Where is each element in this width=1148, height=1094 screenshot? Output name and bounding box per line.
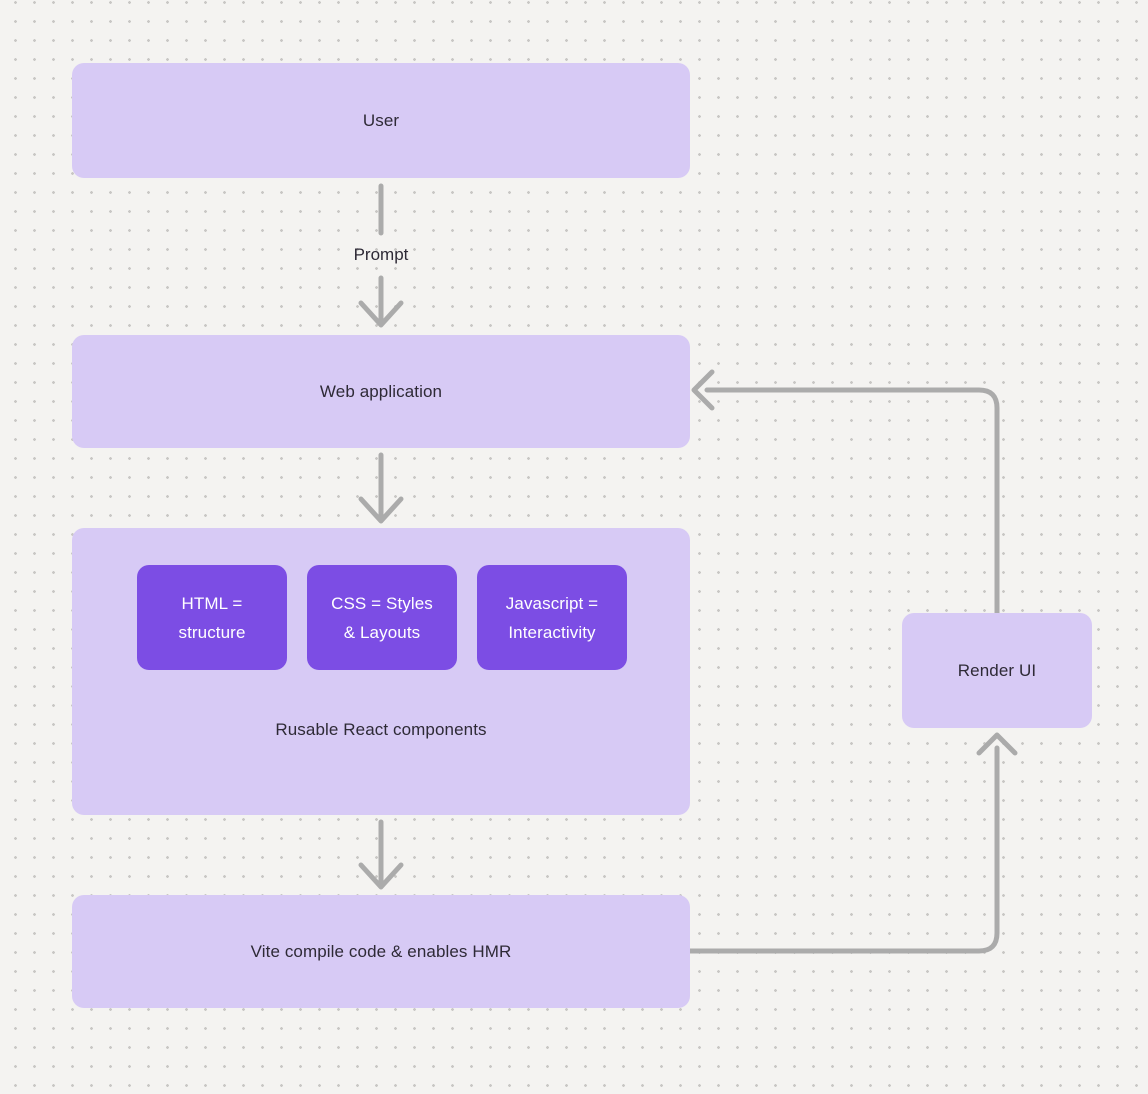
node-javascript[interactable]: Javascript = Interactivity [477,565,627,670]
node-render-ui[interactable]: Render UI [902,613,1092,728]
node-web-application-label: Web application [319,381,443,401]
edge-vite-to-render-ui [687,732,1018,954]
components-group-caption: Rusable React components [275,720,487,739]
edge-prompt-to-web-application [358,275,404,328]
node-user[interactable]: User [72,63,690,178]
edge-web-application-to-components [358,452,404,524]
node-css-label-line2: & Layouts [343,622,421,642]
edge-label-prompt: Prompt [353,245,409,264]
node-css[interactable]: CSS = Styles & Layouts [307,565,457,670]
node-html-label-line2: structure [178,622,246,642]
node-components-group[interactable]: HTML = structure CSS = Styles & Layouts … [72,528,690,815]
node-user-label: User [362,110,400,130]
node-html-label-line1: HTML = [181,593,243,613]
node-web-application[interactable]: Web application [72,335,690,448]
node-css-label-line1: CSS = Styles [331,593,433,613]
node-vite-label: Vite compile code & enables HMR [250,941,512,961]
node-html[interactable]: HTML = structure [137,565,287,670]
node-vite[interactable]: Vite compile code & enables HMR [72,895,690,1008]
node-javascript-label-line1: Javascript = [505,593,599,613]
node-render-ui-label: Render UI [957,660,1037,680]
node-javascript-label-line2: Interactivity [508,622,596,642]
edge-components-to-vite [358,819,404,890]
edge-render-ui-to-web-application [691,369,1000,616]
